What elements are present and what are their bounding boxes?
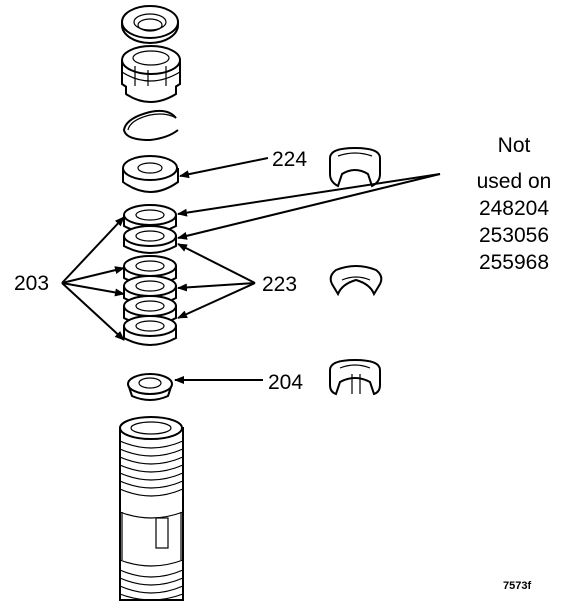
label-203: 203 — [14, 272, 49, 295]
note-line-5: 255968 — [479, 251, 549, 274]
figure-id: 7573f — [503, 580, 531, 592]
side-clip-204 — [330, 360, 380, 394]
note-line-3: 248204 — [479, 197, 549, 220]
note-line-4: 253056 — [479, 224, 549, 247]
side-clip-223 — [331, 266, 382, 294]
gland-nut — [122, 46, 180, 102]
not-used-note: Not used on 248204 253056 255968 — [477, 134, 552, 274]
label-204: 204 — [268, 371, 303, 394]
note-line-2: used on — [477, 170, 552, 193]
cylinder-housing — [120, 417, 183, 600]
bottom-gland — [128, 374, 172, 400]
label-224: 224 — [272, 148, 307, 171]
retaining-clip — [124, 111, 178, 140]
side-clip-224 — [330, 148, 380, 186]
note-line-1: Not — [498, 134, 531, 157]
spacer-ring — [123, 156, 178, 192]
packing-stack — [124, 205, 176, 345]
label-223: 223 — [262, 273, 297, 296]
top-washer — [122, 6, 178, 43]
leader-lines — [62, 158, 440, 380]
